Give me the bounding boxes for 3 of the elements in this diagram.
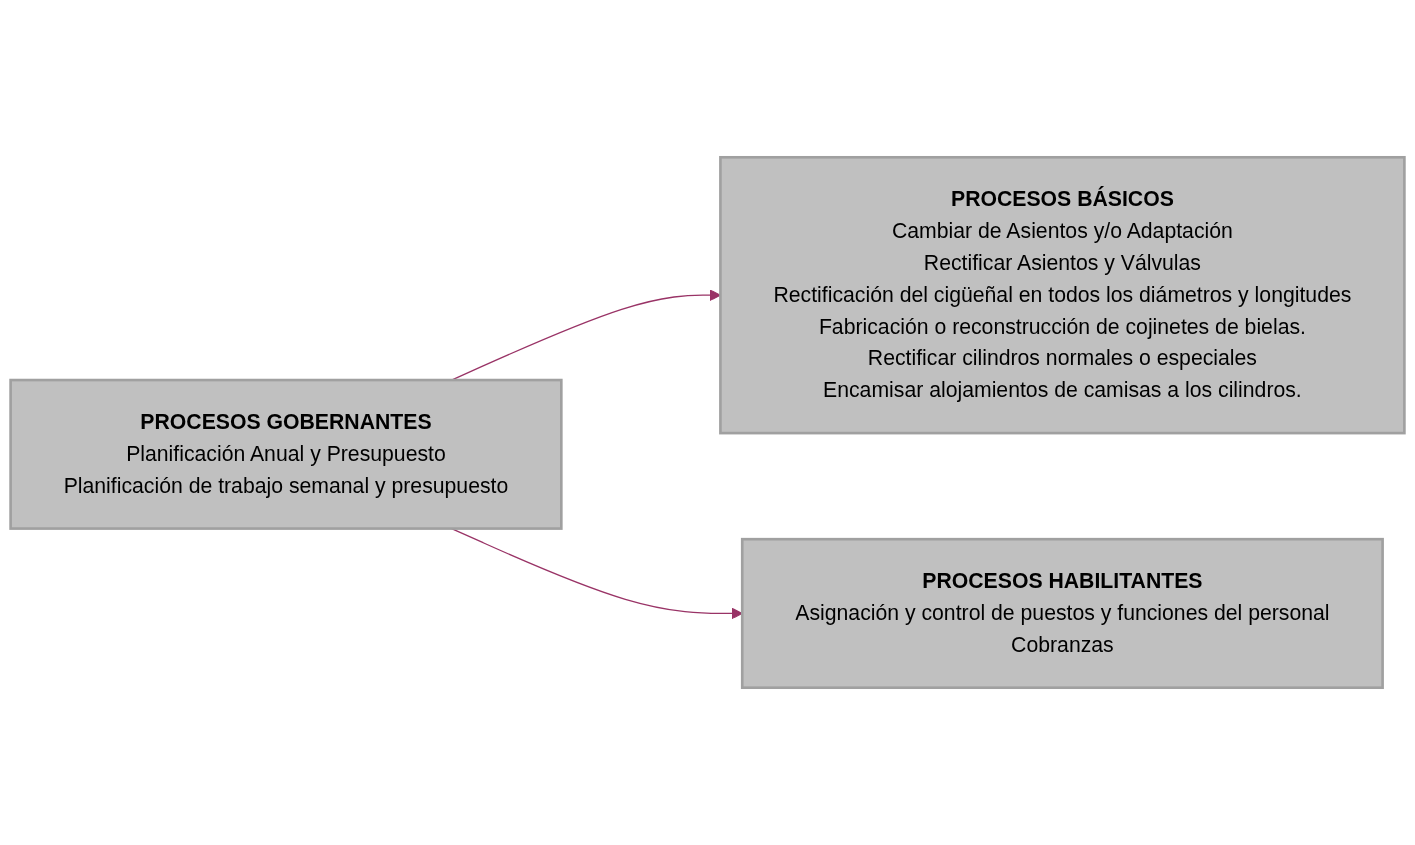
node-box: PROCESOS HABILITANTES Asignación y control de puestos y funciones del personal Cobranzas (740, 537, 1384, 690)
node-box: PROCESOS BÁSICOS Cambiar de Asientos y/o Adaptación Rectificar Asientos y Válvulas Rectificación del cigüeñal en todos los diámetros y longitudes Fabricación o reconstrucción de cojinetes de bielas. Rectificar cilindros normales o especiales Encamisar alojamientos de camisas a los cilindros. (719, 155, 1406, 435)
node-box: PROCESOS GOBERNANTES Planificación Anual y Presupuesto Planificación de trabajo semanal y presupuesto (9, 378, 563, 530)
